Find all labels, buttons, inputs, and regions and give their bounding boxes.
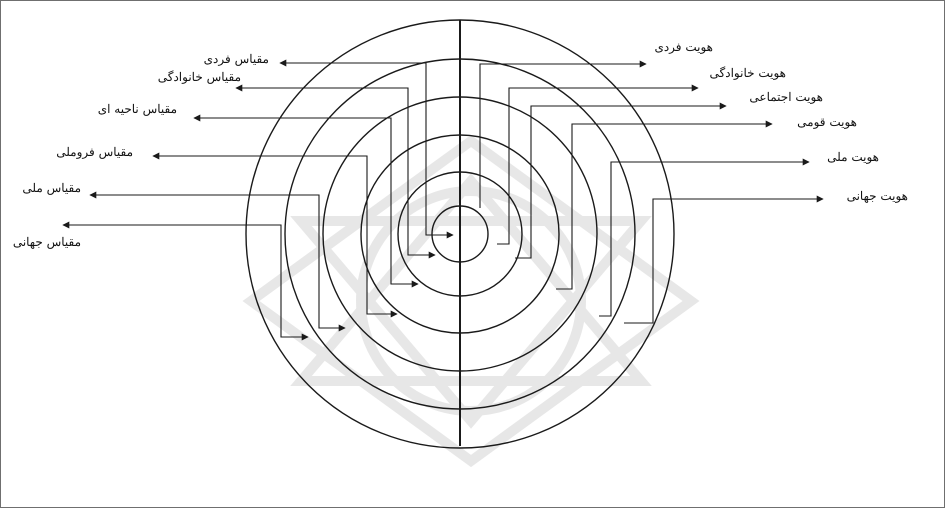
arrow-scale-family (236, 88, 435, 255)
arrow-identity-ethnic (556, 124, 772, 289)
label-identity-individual: هویت فردی (654, 40, 713, 54)
right-labels: هویت فردی هویت خانوادگی هویت اجتماعی هوی… (654, 40, 908, 203)
label-identity-family: هویت خانوادگی (710, 66, 786, 80)
arrow-identity-global (624, 199, 823, 323)
label-identity-social: هویت اجتماعی (749, 90, 823, 104)
arrow-identity-individual (480, 64, 646, 208)
watermark-ornament (251, 141, 691, 461)
label-scale-family: مقیاس خانوادگی (158, 70, 241, 84)
label-scale-national: مقیاس ملی (22, 181, 81, 195)
label-scale-global: مقیاس جهانی (13, 235, 81, 249)
arrow-identity-social (515, 106, 726, 258)
label-scale-subnational: مقیاس فروملی (56, 145, 133, 159)
label-scale-regional: مقیاس ناحیه ای (98, 102, 177, 116)
label-identity-ethnic: هویت قومی (797, 115, 857, 129)
label-identity-national: هویت ملی (827, 150, 879, 164)
label-identity-global: هویت جهانی (847, 189, 908, 203)
left-labels: مقیاس فردی مقیاس خانوادگی مقیاس ناحیه ای… (13, 52, 269, 249)
label-scale-individual: مقیاس فردی (204, 52, 269, 66)
